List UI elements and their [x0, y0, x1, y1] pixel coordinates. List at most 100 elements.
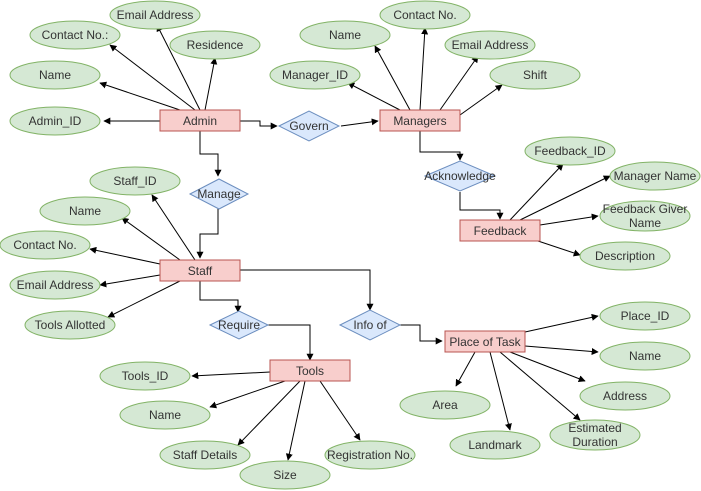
attr-place-area[interactable]: Area: [399, 390, 491, 420]
attribute-ellipse: [524, 136, 616, 166]
edge-tools-id: [191, 371, 271, 380]
attr-managers-email-address[interactable]: Email Address: [444, 30, 536, 60]
attribute-label: Estimated: [568, 421, 621, 435]
attr-place-estimated-duration[interactable]: Estimated Duration: [549, 419, 641, 451]
edge-tools-size: [285, 380, 306, 461]
edge-staff-require: [199, 281, 242, 313]
attr-tools-registration-no[interactable]: Registration No.: [324, 440, 416, 470]
edge-tools-staff-details: [237, 380, 301, 446]
entity-place-of-task[interactable]: Place of Task: [444, 330, 526, 353]
attribute-ellipse: [609, 161, 701, 191]
attribute-ellipse: [24, 310, 116, 340]
attribute-ellipse: [324, 440, 416, 470]
edge-place-area: [455, 351, 476, 387]
attribute-label: Contact No.: [393, 8, 456, 22]
attribute-ellipse: [109, 0, 201, 30]
attribute-label: Name: [39, 68, 71, 82]
attr-place-landmark[interactable]: Landmark: [449, 430, 541, 460]
attribute-ellipse: [99, 361, 191, 391]
edge-place-id: [524, 313, 599, 333]
attr-place-name[interactable]: Name: [599, 341, 691, 371]
attr-staff-id[interactable]: Staff_ID: [89, 166, 181, 196]
edge-staff-infoof: [240, 269, 374, 311]
edge-infoof-place: [400, 324, 443, 345]
attr-staff-name[interactable]: Name: [39, 196, 131, 226]
attribute-label: Email Address: [17, 278, 94, 292]
attribute-label: Manager Name: [614, 169, 697, 183]
attr-admin-name[interactable]: Name: [9, 60, 101, 90]
entity-managers[interactable]: Managers: [379, 109, 461, 132]
edge-admin-govern: [240, 120, 278, 130]
attr-tools-size[interactable]: Size: [239, 460, 331, 490]
edge-managers-email: [439, 55, 479, 111]
attribute-label: Shift: [523, 68, 548, 82]
attr-tools-id[interactable]: Tools_ID: [99, 361, 191, 391]
attr-admin-id[interactable]: Admin_ID: [9, 106, 101, 136]
attr-staff-tools-allotted[interactable]: Tools Allotted: [24, 310, 116, 340]
entity-feedback-label: Feedback: [474, 224, 528, 238]
attribute-ellipse: [159, 440, 251, 470]
edges: [89, 24, 611, 461]
attr-admin-email-address[interactable]: Email Address: [109, 0, 201, 30]
attribute-label: Staff_ID: [113, 174, 156, 188]
attribute-ellipse: [9, 60, 101, 90]
edge-staff-contact: [89, 246, 161, 265]
entity-tools[interactable]: Tools: [269, 359, 351, 382]
attr-feedback-id[interactable]: Feedback_ID: [524, 136, 616, 166]
relationship-require[interactable]: Require: [208, 310, 270, 340]
attr-admin-residence[interactable]: Residence: [169, 30, 261, 60]
attribute-label: Contact No.: [13, 238, 76, 252]
relationship-govern[interactable]: Govern: [277, 110, 341, 142]
attribute-label: Name: [69, 204, 101, 218]
edge-tools-registration: [319, 380, 361, 441]
attribute-ellipse: [0, 230, 91, 260]
attribute-label: Tools Allotted: [35, 318, 106, 332]
attribute-ellipse: [579, 241, 671, 271]
attr-feedback-manager-name[interactable]: Manager Name: [609, 161, 701, 191]
relationship-govern-diamond: [277, 110, 341, 142]
relationship-info-of[interactable]: Info of: [338, 309, 402, 341]
attr-staff-contact-no[interactable]: Contact No.: [0, 230, 91, 260]
attr-managers-shift[interactable]: Shift: [489, 60, 581, 90]
attr-managers-id[interactable]: Manager_ID: [269, 60, 361, 90]
attr-tools-staff-details[interactable]: Staff Details: [159, 440, 251, 470]
relationship-info-of-diamond: [338, 309, 402, 341]
attribute-label: Landmark: [468, 438, 522, 452]
entity-feedback[interactable]: Feedback: [459, 219, 541, 242]
edge-admin-name: [99, 81, 181, 111]
relationship-manage[interactable]: Manage: [188, 178, 250, 210]
relationship-require-diamond: [208, 310, 270, 340]
relationship-acknowledge-diamond: [423, 160, 497, 192]
attr-managers-name[interactable]: Name: [299, 20, 391, 50]
edge-admin-residence: [204, 57, 218, 111]
attr-place-address[interactable]: Address: [579, 381, 671, 411]
edge-feedback-manager-name: [519, 175, 611, 221]
attribute-ellipse: [549, 419, 641, 451]
relationship-require-label: Require: [218, 318, 260, 332]
relationship-govern-label: Govern: [289, 119, 328, 133]
attr-tools-name[interactable]: Name: [119, 400, 211, 430]
attr-staff-email-address[interactable]: Email Address: [9, 270, 101, 300]
attribute-ellipse: [579, 381, 671, 411]
attribute-ellipse: [599, 341, 691, 371]
attr-feedback-description[interactable]: Description: [579, 241, 671, 271]
attribute-label: Staff Details: [173, 448, 237, 462]
entity-place-of-task-label: Place of Task: [449, 335, 521, 349]
entity-staff[interactable]: Staff: [159, 259, 241, 282]
attr-managers-contact-no[interactable]: Contact No.: [379, 0, 471, 30]
relationship-manage-label: Manage: [197, 187, 241, 201]
attr-place-id[interactable]: Place_ID: [599, 301, 691, 331]
relationship-acknowledge-label: Acknowledge: [424, 169, 496, 183]
attribute-label: Name: [629, 216, 661, 230]
entity-admin[interactable]: Admin: [159, 109, 241, 132]
attr-feedback-giver-name[interactable]: Feedback Giver Name: [599, 200, 691, 232]
relationship-acknowledge[interactable]: Acknowledge: [423, 160, 497, 192]
edge-managers-acknowledge: [419, 131, 464, 161]
edge-acknowledge-feedback: [459, 192, 504, 220]
edge-managers-shift: [459, 84, 503, 116]
attr-admin-contact-no[interactable]: Contact No.:: [29, 20, 121, 50]
edge-manage-staff: [196, 206, 219, 259]
relationship-manage-diamond: [188, 178, 250, 210]
attribute-label: Duration: [572, 435, 617, 449]
